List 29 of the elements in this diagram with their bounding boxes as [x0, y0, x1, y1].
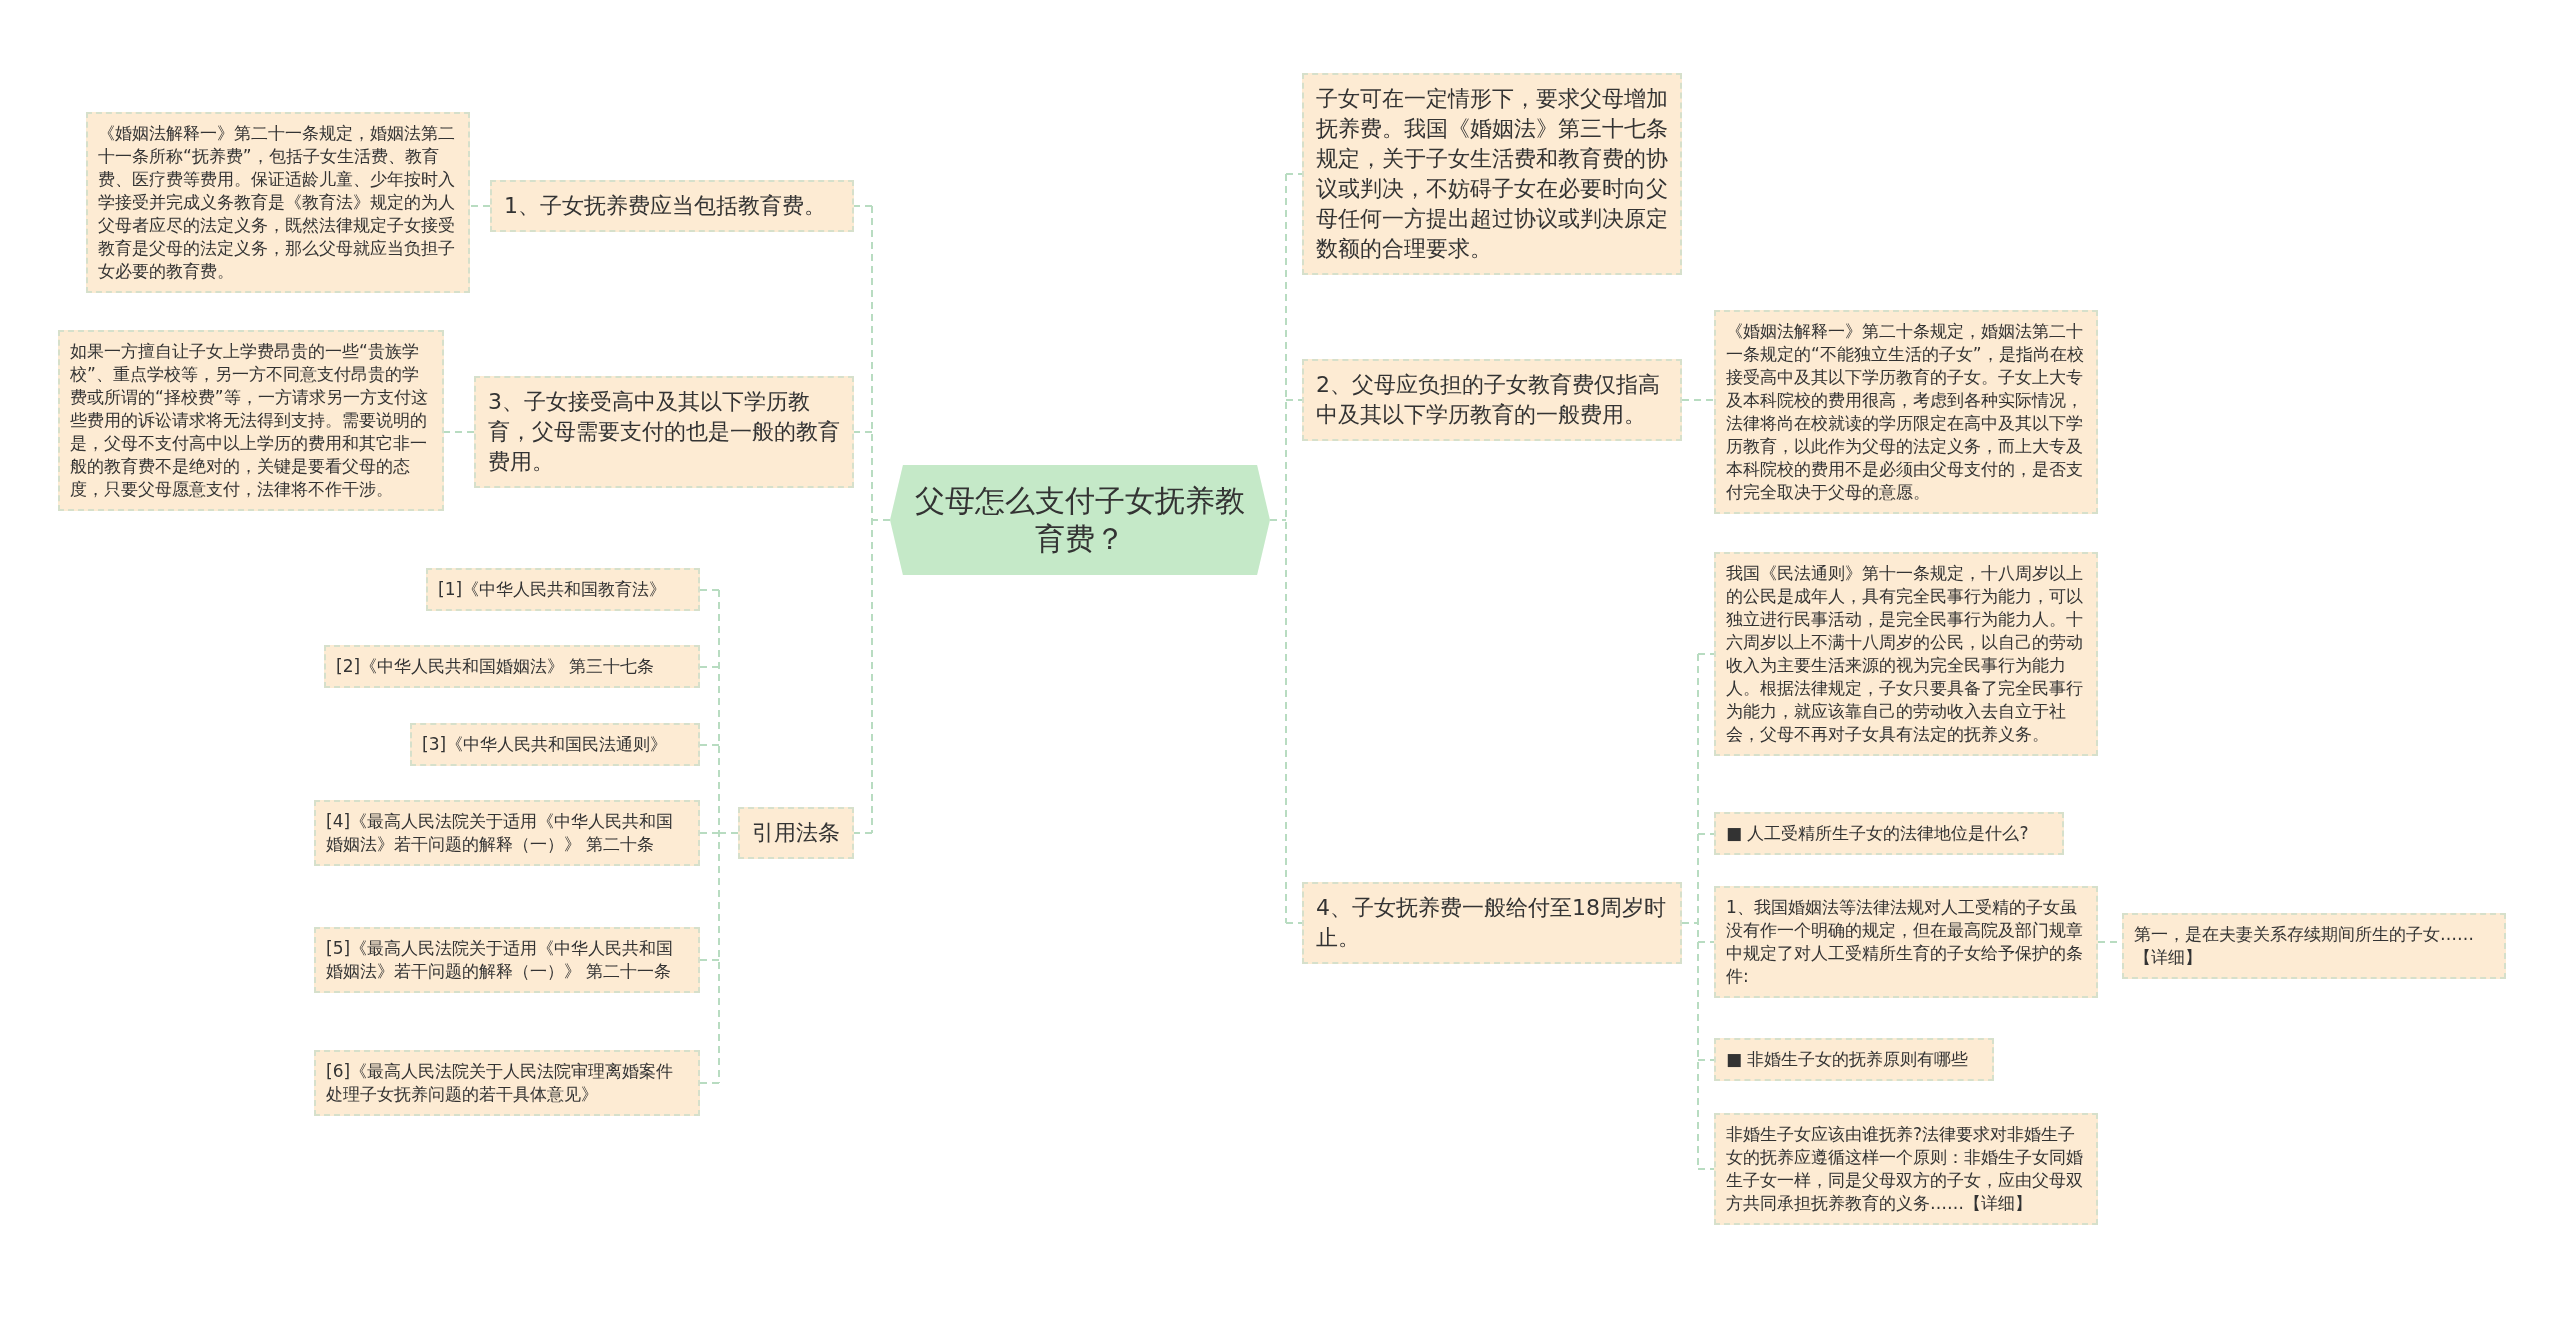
central-topic-hexagon: 父母怎么支付子女抚养教育费？ [890, 465, 1270, 575]
note-box: 我国《民法通则》第十一条规定，十八周岁以上的公民是成年人，具有完全民事行为能力，可以独立进行民事活动，是完全民事行为能力人。十六周岁以上不满十八周岁的公民，以自己的劳动收入为主要生活来源的视为完全民事行为能力人。根据法律规定，子女只要具备了完全民事行为能力，就应该靠自己的劳动收入去自立于社会，父母不再对子女具有法定的抚养义务。 [1714, 552, 2098, 756]
note-box: 《婚姻法解释一》第二十条规定，婚姻法第二十一条规定的“不能独立生活的子女”，是指尚在校接受高中及其以下学历教育的子女。子女上大专及本科院校的费用很高，考虑到各种实际情况，法律将尚在校就读的学历限定在高中及其以下学历教育，以此作为父母的法定义务，而上大专及本科院校的费用不是必须由父母支付的，是否支付完全取决于父母的意愿。 [1714, 310, 2098, 514]
topic-box: 1、子女抚养费应当包括教育费。 [490, 180, 854, 232]
reference-box: [6]《最高人民法院关于人民法院审理离婚案件处理子女抚养问题的若干具体意见》 [314, 1050, 700, 1116]
note-box: 非婚生子女应该由谁抚养?法律要求对非婚生子女的抚养应遵循这样一个原则：非婚生子女同婚生子女一样，同是父母双方的子女，应由父母双方共同承担抚养教育的义务……【详细】 [1714, 1113, 2098, 1225]
topic-box: 引用法条 [738, 807, 854, 859]
connector-line [1681, 399, 1715, 401]
topic-box: 2、父母应负担的子女教育费仅指高中及其以下学历教育的一般费用。 [1302, 359, 1682, 441]
reference-box: [2]《中华人民共和国婚姻法》 第三十七条 [324, 645, 700, 688]
note-box: 第一，是在夫妻关系存续期间所生的子女……【详细】 [2122, 913, 2506, 979]
reference-box: [4]《最高人民法院关于适用《中华人民共和国婚姻法》若干问题的解释（一）》 第二十条 [314, 800, 700, 866]
note-box: 1、我国婚姻法等法律法规对人工受精的子女虽没有作一个明确的规定，但在最高院及部门规章中规定了对人工受精所生育的子女给予保护的条件: [1714, 886, 2098, 998]
reference-box: [3]《中华人民共和国民法通则》 [410, 723, 700, 766]
connector-line [853, 205, 891, 834]
topic-box: 4、子女抚养费一般给付至18周岁时止。 [1302, 882, 1682, 964]
connector-line [1269, 173, 1303, 924]
note-box: 《婚姻法解释一》第二十一条规定，婚姻法第二十一条所称“抚养费”，包括子女生活费、教育费、医疗费等费用。保证适龄儿童、少年按时入学接受并完成义务教育是《教育法》规定的为人父母者应尽的法定义务，既然法律规定子女接受教育是父母的法定义务，那么父母就应当负担子女必要的教育费。 [86, 112, 470, 293]
connector-line [443, 431, 475, 433]
reference-box: [5]《最高人民法院关于适用《中华人民共和国婚姻法》若干问题的解释（一）》 第二十一条 [314, 927, 700, 993]
note-box: 如果一方擅自让子女上学费昂贵的一些“贵族学校”、重点学校等，另一方不同意支付昂贵的学费或所谓的“择校费”等，一方请求另一方支付这些费用的诉讼请求将无法得到支持。需要说明的是，父母不支付高中以上学历的费用和其它非一般的教育费不是绝对的，关键是要看父母的态度，只要父母愿意支付，法律将不作干涉。 [58, 330, 444, 511]
topic-box: ■ 非婚生子女的抚养原则有哪些 [1714, 1038, 1994, 1081]
connector-line [469, 205, 491, 207]
topic-box: 3、子女接受高中及其以下学历教育，父母需要支付的也是一般的教育费用。 [474, 376, 854, 488]
reference-box: [1]《中华人民共和国教育法》 [426, 568, 700, 611]
topic-box: ■ 人工受精所生子女的法律地位是什么? [1714, 812, 2064, 855]
connector-line [699, 589, 739, 1084]
connector-line [1681, 653, 1715, 1170]
topic-box: 子女可在一定情形下，要求父母增加抚养费。我国《婚姻法》第三十七条规定，关于子女生活费和教育费的协议或判决，不妨碍子女在必要时向父母任何一方提出超过协议或判决原定数额的合理要求。 [1302, 73, 1682, 275]
